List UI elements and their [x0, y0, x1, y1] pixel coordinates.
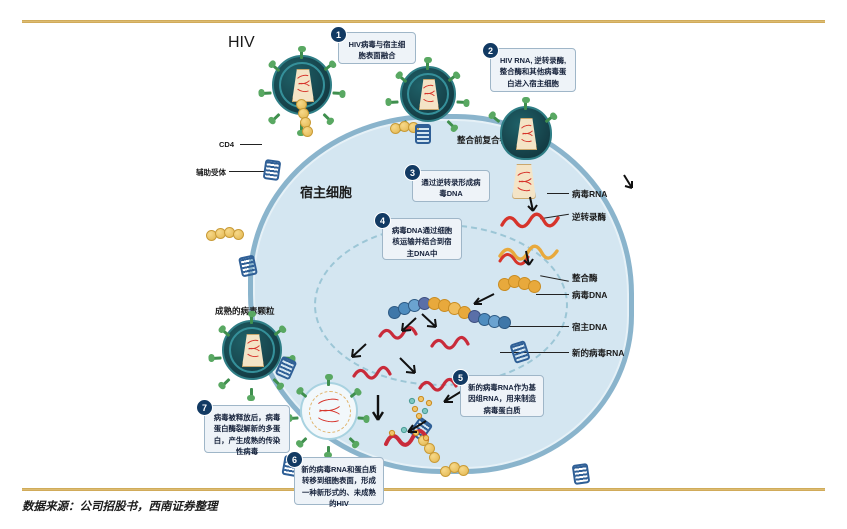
hiv-virion-2: [389, 57, 466, 129]
envelope-spike-icon: [398, 75, 408, 84]
envelope-spike-icon: [262, 91, 272, 95]
coreceptor-label: 辅助受体: [196, 168, 226, 177]
process-arrow: [348, 342, 370, 367]
cd4-bead: [429, 452, 440, 463]
envelope-spike-icon: [271, 64, 281, 73]
envelope-spike-icon: [221, 329, 231, 338]
step-callout-6[interactable]: 新的病毒RNA和蛋白质转移到细胞表面，形成一种新形式的、未成熟的HIV: [294, 457, 384, 508]
envelope-spike-icon: [221, 377, 231, 387]
envelope-spike-icon: [423, 57, 432, 70]
envelope-spike-icon: [212, 356, 222, 360]
virion-capsid: [516, 118, 537, 150]
process-arrow: [370, 394, 386, 431]
process-arrow: [470, 292, 496, 313]
process-arrow: [398, 356, 420, 383]
new-viral-rna-strand: [352, 364, 400, 391]
envelope-spike-icon: [332, 91, 342, 95]
leader-viral-rna: [547, 193, 569, 194]
step-badge-3: 3: [404, 164, 421, 181]
right-label-new-viral-rna: 新的病毒RNA: [572, 348, 625, 358]
step-badge-4: 4: [374, 212, 391, 229]
cd4-leader-line: [240, 144, 262, 145]
right-label-viral-dna: 病毒DNA: [572, 290, 608, 300]
leader-host-dna: [508, 326, 569, 327]
step-badge-7: 7: [196, 399, 213, 416]
leader-viral-dna: [536, 294, 569, 295]
process-arrow: [404, 419, 428, 442]
dna-bead: [498, 316, 511, 329]
envelope-spike-icon: [323, 63, 333, 72]
envelope-spike-icon: [250, 388, 253, 397]
virion-rna: [245, 346, 262, 359]
host-cell-label: 宿主细胞: [300, 185, 353, 200]
mature-particle-label: 成熟的病毒颗粒: [215, 306, 275, 316]
hiv-lifecycle-diagram: 宿主细胞 HIV 整合前复合物 成熟的病毒颗粒 CD4 辅助受体 病毒RNA 逆…: [0, 24, 847, 508]
envelope-spike-icon: [357, 416, 366, 420]
step-badge-1: 1: [330, 26, 347, 43]
hiv-virion-mature-released: [212, 311, 292, 397]
step-callout-2[interactable]: HIV RNA, 逆转录酶, 整合酶和其他病毒蛋白进入宿主细胞: [490, 48, 576, 92]
cd4-bead: [458, 465, 469, 476]
virion-envelope: [407, 73, 449, 115]
process-arrow: [524, 196, 542, 221]
step-callout-4[interactable]: 病毒DNA通过细胞核运输并结合到宿主DNA中: [382, 218, 462, 260]
step-badge-2: 2: [482, 42, 499, 59]
virion-rna: [295, 81, 312, 94]
top-divider-rule: [22, 20, 825, 23]
leader-new-viral-rna: [500, 352, 569, 353]
viral-rna-strand: [498, 242, 560, 273]
virion-rna: [421, 91, 437, 104]
new-viral-rna-strand: [418, 376, 466, 403]
page-title: HIV: [228, 34, 255, 51]
hiv-virion-entering: [491, 97, 554, 160]
right-label-integrase: 整合酶: [572, 273, 598, 283]
envelope-spike-icon: [297, 46, 306, 59]
right-label-host-dna: 宿主DNA: [572, 322, 608, 332]
step-callout-5[interactable]: 新的病毒RNA作为基因组RNA，用来制造病毒蛋白质: [460, 375, 544, 417]
right-label-viral-rna: 病毒RNA: [572, 189, 608, 199]
process-arrow: [398, 316, 420, 341]
cd4-bead: [233, 229, 244, 240]
virion-envelope: [229, 327, 275, 373]
viral-rna-strand: [500, 209, 560, 240]
envelope-spike-icon: [456, 100, 466, 104]
new-viral-rna-strand: [430, 334, 478, 361]
envelope-spike-icon: [324, 374, 333, 386]
step-callout-7[interactable]: 病毒被释放后，病毒蛋白酶裂解新的多蛋白，产生成熟的传染性病毒: [204, 405, 290, 456]
envelope-spike-icon: [290, 416, 299, 420]
envelope-spike-icon: [447, 74, 457, 83]
envelope-spike-icon: [389, 100, 399, 104]
envelope-spike-icon: [247, 311, 256, 324]
source-note: 数据来源：公司招股书，西南证券整理: [22, 501, 218, 513]
process-arrow: [620, 174, 638, 199]
step-badge-6: 6: [286, 451, 303, 468]
coreceptor-leader-line: [229, 171, 265, 172]
envelope-spike-icon: [521, 97, 530, 110]
released-rna: [515, 179, 534, 193]
coreceptor-coil-icon: [262, 158, 282, 182]
immature-hiv-particle: [290, 374, 366, 454]
immature-inner-ring: [309, 391, 351, 433]
virion-rna: [519, 131, 535, 144]
cd4-label: CD4: [219, 140, 235, 149]
process-arrow: [420, 312, 442, 337]
budding-rna-complex: [382, 424, 438, 459]
step-callout-1[interactable]: HIV病毒与宿主细胞表面融合: [338, 32, 416, 64]
dna-bead: [528, 280, 541, 293]
coreceptor-coil-icon: [571, 462, 591, 486]
process-arrow: [440, 389, 464, 412]
new-viral-rna-strand: [378, 324, 426, 351]
viral-protein-cluster: [404, 395, 438, 425]
step-badge-5: 5: [452, 369, 469, 386]
coreceptor-coil-icon: [415, 124, 431, 144]
cd4-bead: [302, 126, 313, 137]
process-arrow: [520, 250, 538, 275]
right-label-reverse-transcriptase: 逆转录酶: [572, 212, 607, 222]
preintegration-complex-label: 整合前复合物: [457, 135, 509, 145]
bottom-divider-rule: [22, 488, 825, 491]
step-callout-3[interactable]: 通过逆转录形成病毒DNA: [412, 170, 490, 202]
envelope-spike-icon: [327, 446, 330, 454]
